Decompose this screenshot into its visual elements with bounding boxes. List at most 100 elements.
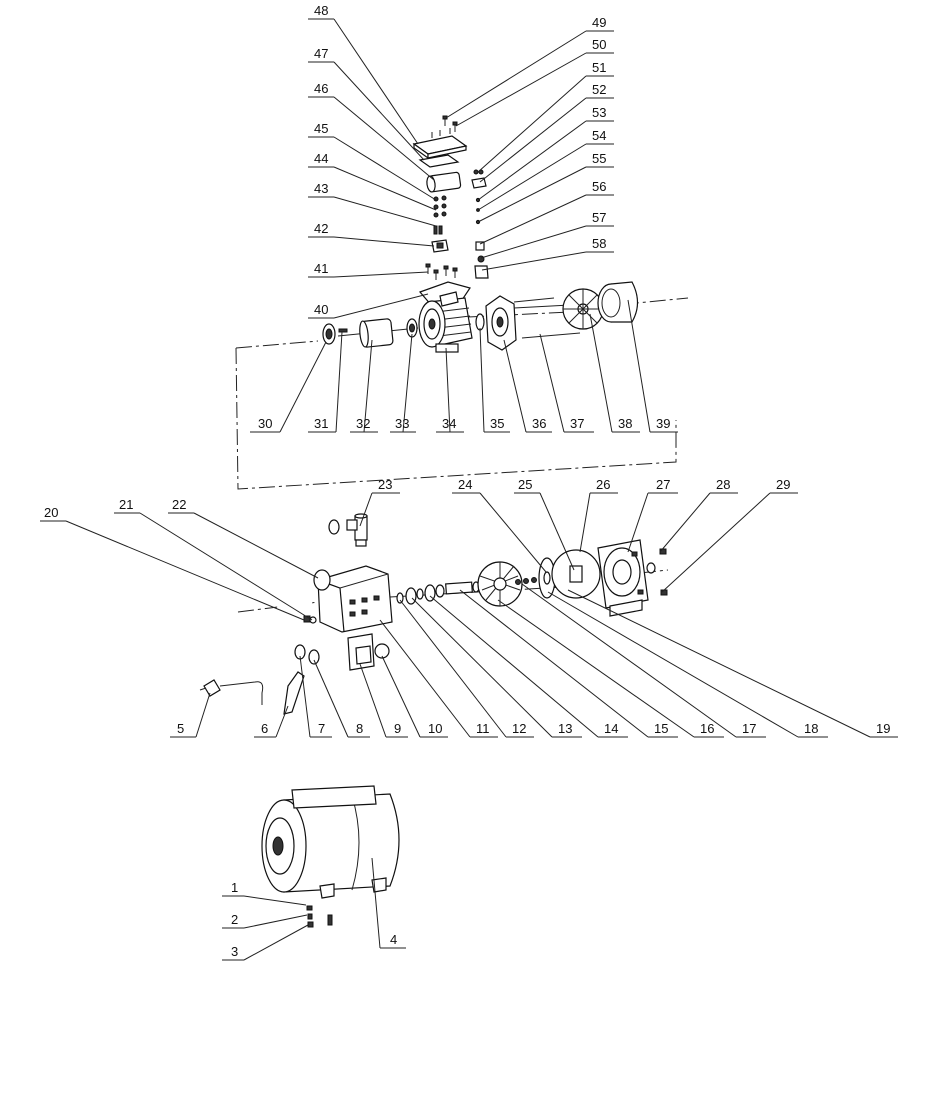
leader-line-52 [479, 97, 587, 183]
leader-line-54 [477, 143, 587, 211]
leader-line-27 [627, 492, 649, 553]
callout-number-54: 54 [592, 128, 606, 143]
leader-line-10 [381, 655, 421, 738]
callout-number-44: 44 [314, 151, 328, 166]
leader-line-58 [481, 251, 587, 271]
leader-line-13 [411, 597, 553, 738]
leader-line-49 [445, 30, 587, 119]
leader-line-8 [313, 659, 349, 738]
leader-line-38 [589, 313, 613, 433]
callout-number-1: 1 [231, 880, 238, 895]
callout-number-36: 36 [532, 416, 546, 431]
motor-row [322, 281, 639, 353]
callout-number-45: 45 [314, 121, 328, 136]
callout-number-4: 4 [390, 932, 397, 947]
callout-number-26: 26 [596, 477, 610, 492]
callout-number-57: 57 [592, 210, 606, 225]
callout-number-55: 55 [592, 151, 606, 166]
callout-number-40: 40 [314, 302, 328, 317]
callout-number-49: 49 [592, 15, 606, 30]
callout-number-25: 25 [518, 477, 532, 492]
callout-number-2: 2 [231, 912, 238, 927]
leader-line-1 [243, 895, 307, 906]
callout-number-3: 3 [231, 944, 238, 959]
leader-line-26 [579, 492, 591, 553]
leader-line-30 [279, 341, 327, 433]
right-small-parts [471, 169, 489, 279]
callout-number-30: 30 [258, 416, 272, 431]
capacitor [426, 171, 462, 193]
callout-number-43: 43 [314, 181, 328, 196]
leader-line-47 [333, 61, 425, 161]
leader-line-55 [477, 166, 587, 223]
leader-line-40 [333, 293, 429, 319]
leader-line-53 [477, 120, 587, 201]
gasket [418, 154, 460, 168]
control-box-lid [412, 135, 468, 160]
callout-number-42: 42 [314, 221, 328, 236]
leader-line-37 [539, 333, 565, 433]
leader-line-3 [243, 924, 309, 961]
rotor-shaft [337, 318, 419, 348]
callout-number-24: 24 [458, 477, 472, 492]
callout-number-20: 20 [44, 505, 58, 520]
shaft-seals-and-rings [396, 581, 480, 605]
leader-line-32 [363, 339, 373, 433]
leader-line-24 [479, 492, 547, 573]
callout-number-51: 51 [592, 60, 606, 75]
rear-end-cover [485, 295, 517, 351]
box-screws [425, 263, 458, 280]
plug-and-cable [199, 679, 264, 705]
leader-line-6 [275, 705, 289, 738]
motor-housing [418, 291, 473, 353]
callout-number-53: 53 [592, 105, 606, 120]
leader-line-31 [335, 331, 343, 433]
callout-number-52: 52 [592, 82, 606, 97]
leader-line-48 [333, 18, 419, 145]
callout-number-58: 58 [592, 236, 606, 251]
pipe-nut [308, 649, 320, 665]
leader-line-28 [659, 492, 711, 553]
callout-number-32: 32 [356, 416, 370, 431]
leader-line-41 [333, 271, 429, 278]
leader-line-46 [333, 96, 435, 181]
callout-number-9: 9 [394, 721, 401, 736]
leader-line-33 [402, 333, 413, 433]
diffuser [477, 561, 523, 607]
pressure-tank [261, 785, 400, 928]
callout-number-11: 11 [476, 721, 490, 736]
callout-number-50: 50 [592, 37, 606, 52]
callout-number-38: 38 [618, 416, 632, 431]
leader-line-4 [371, 857, 381, 949]
terminal-block [431, 239, 449, 253]
leader-line-44 [333, 166, 437, 211]
lid-screws [431, 115, 458, 138]
tie-rods [513, 297, 581, 339]
impeller-spacers [515, 577, 537, 585]
leader-line-39 [627, 299, 651, 433]
leader-line-20 [65, 520, 305, 621]
callout-number-16: 16 [700, 721, 714, 736]
casing-bolts [646, 548, 668, 596]
leader-line-19 [567, 589, 871, 738]
callout-number-28: 28 [716, 477, 730, 492]
callout-number-8: 8 [356, 721, 363, 736]
callout-number-56: 56 [592, 179, 606, 194]
leader-line-21 [139, 512, 313, 621]
callout-number-46: 46 [314, 81, 328, 96]
leader-line-14 [429, 595, 599, 738]
callout-number-33: 33 [395, 416, 409, 431]
pump-casing [597, 539, 649, 617]
leader-line-42 [333, 236, 435, 247]
leader-line-16 [497, 599, 695, 738]
callout-number-17: 17 [742, 721, 756, 736]
leader-line-25 [539, 492, 575, 571]
leader-lines [40, 18, 898, 961]
callout-number-41: 41 [314, 261, 328, 276]
callout-number-18: 18 [804, 721, 818, 736]
drain-plug [303, 615, 317, 624]
callout-number-10: 10 [428, 721, 442, 736]
